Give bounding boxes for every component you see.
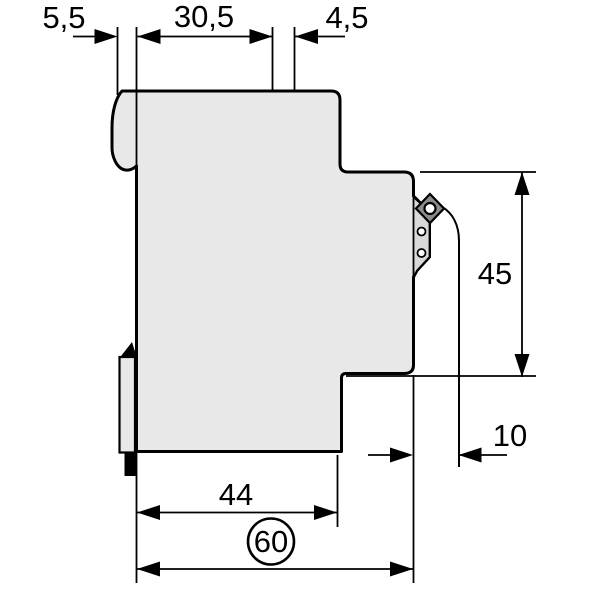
dim-label-4-5: 4,5 <box>325 0 368 35</box>
wire-guide-curve <box>442 206 460 467</box>
arrow-right-icon <box>314 505 337 520</box>
arrow-right-icon <box>390 447 413 463</box>
terminal-screw <box>414 192 446 225</box>
dimension-5-5: 5,5 <box>42 0 138 166</box>
dim-label-5-5: 5,5 <box>42 0 85 35</box>
dim-label-44: 44 <box>219 477 253 512</box>
strip-hole-lower <box>416 248 427 258</box>
dim-label-45: 45 <box>478 256 512 291</box>
dim-label-30-5: 30,5 <box>174 0 234 34</box>
arrow-left-icon <box>295 29 318 44</box>
arrow-up-icon <box>514 172 530 195</box>
terminal-screw-hole <box>423 201 437 216</box>
dimension-10: 10 <box>368 418 527 463</box>
dimension-45: 45 <box>346 171 536 377</box>
device-body <box>110 89 460 476</box>
arrow-right-icon <box>390 561 413 577</box>
arrow-left-icon <box>137 561 160 577</box>
arrow-down-icon <box>514 354 530 377</box>
dimension-30-5: 30,5 <box>137 0 274 91</box>
clip-latch-triangle <box>119 342 137 358</box>
dim-label-60: 60 <box>254 524 288 559</box>
din-rail-clip <box>118 342 137 476</box>
strip-hole-upper <box>416 226 427 237</box>
dim-label-10: 10 <box>493 418 527 453</box>
arrow-left-icon <box>137 505 160 520</box>
clip-slider <box>118 355 137 454</box>
body-outline <box>110 89 431 453</box>
arrow-left-icon <box>137 29 161 44</box>
arrow-left-icon <box>458 447 482 463</box>
clip-foot <box>124 452 137 476</box>
arrow-right-icon <box>94 29 118 44</box>
dimension-60: 60 <box>137 375 415 583</box>
dimension-4-5: 4,5 <box>293 0 369 91</box>
arrow-right-icon <box>249 29 273 44</box>
dimension-44: 44 <box>135 453 339 583</box>
dim-60-frame-circle <box>246 517 296 566</box>
